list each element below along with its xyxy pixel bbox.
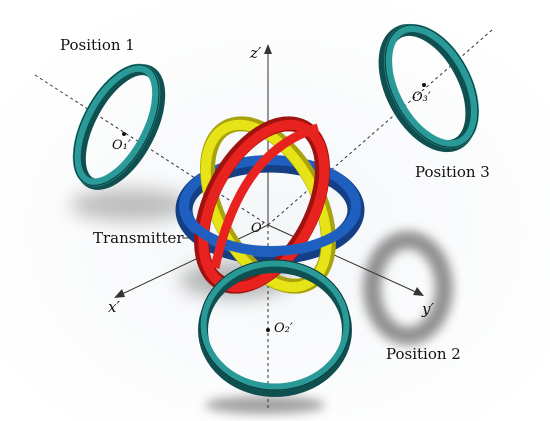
axes <box>34 29 493 408</box>
label-position-2: Position 2 <box>386 345 461 363</box>
label-axis-z: z′ <box>250 44 262 62</box>
receiver-ring-position-3 <box>378 23 479 153</box>
label-origin-o3: O₃′ <box>412 90 431 105</box>
shadow-position-1 <box>70 189 190 221</box>
x-axis-arrow <box>114 289 125 298</box>
y-axis-arrow <box>413 287 424 296</box>
label-origin-center: O′ <box>251 221 265 236</box>
receiver-ring-position-2 <box>198 259 352 397</box>
label-axis-y: y′ <box>422 300 434 318</box>
label-axis-x: x′ <box>108 298 120 316</box>
receiver-ring-position-1 <box>72 63 166 190</box>
origin-dot-o1 <box>122 132 126 136</box>
label-origin-o1: O₁′ <box>112 138 131 153</box>
origin-dot-o2 <box>266 328 270 332</box>
dashed-line-o1 <box>34 74 269 226</box>
transmitter-coil-red-front <box>210 123 320 269</box>
label-origin-o2: O₂′ <box>274 321 293 336</box>
label-transmitter: Transmitter <box>93 229 184 247</box>
origin-points <box>122 83 426 332</box>
z-axis-arrow <box>264 44 272 54</box>
label-position-3: Position 3 <box>415 163 490 181</box>
x-axis <box>119 224 269 296</box>
shadow-position-3 <box>363 231 453 345</box>
transmitter-coil-blue-front <box>181 210 361 257</box>
shadow-position-2 <box>205 396 325 414</box>
label-position-1: Position 1 <box>60 36 135 54</box>
origin-dot-o3 <box>422 83 426 87</box>
